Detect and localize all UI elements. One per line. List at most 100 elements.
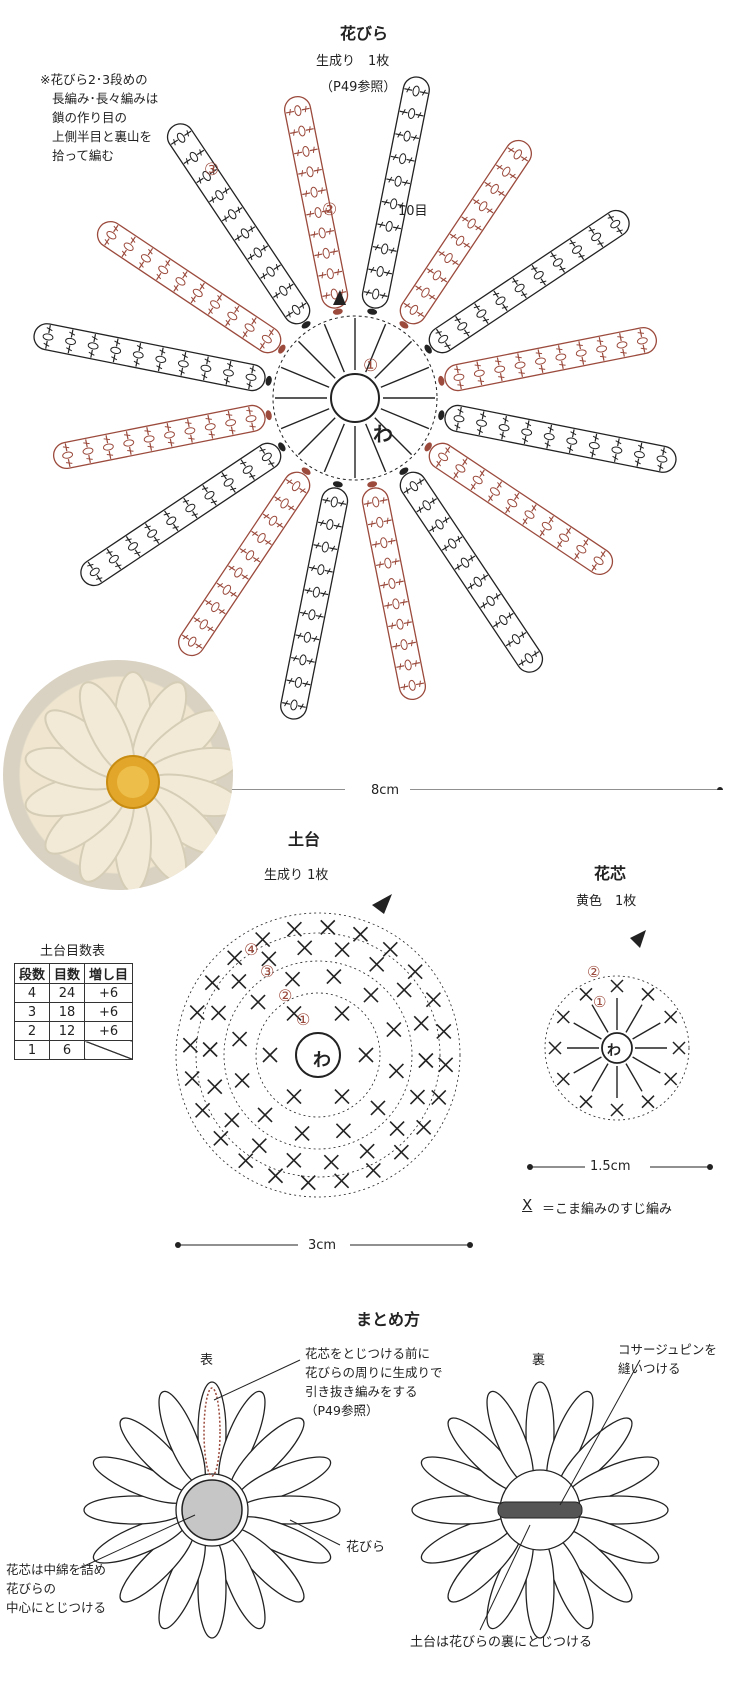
stitch-cross [482,318,490,322]
petal-note: ※花びら2･3段めの長編み･長々編みは鎖の作り目の上側半目と裏山を拾って編む [40,70,240,165]
back-label: 裏 [532,1353,546,1368]
center-sc-stitch [610,1103,624,1117]
chain-stitch [244,323,255,332]
base-note: 土台は花びらの裏にとじつける [410,1635,593,1650]
chain-stitch [298,125,306,137]
stitch-cross [505,506,511,513]
stitch-cross [379,221,384,228]
pin-note: コサージュピンを縫いつける [618,1340,740,1378]
base-count-table: 段数 目数 増し目 4 24 +6 3 18 +6 2 12 +6 1 6 [13,963,134,1060]
chain-stitch [166,516,177,526]
stitch-cross [259,448,266,452]
stitch-cross [417,311,424,317]
sc-stitch [262,1047,278,1063]
chain-stitch [495,296,506,306]
stitch-cross [301,302,305,309]
flower-petal [197,1381,227,1483]
stitch-cross [454,424,461,429]
chain-stitch [326,268,334,280]
petal-spoke [424,442,614,575]
sc-stitch [231,973,247,990]
table-cell: 18 [49,1002,86,1022]
stitch-cross [550,254,557,258]
sc-stitch [210,1005,227,1021]
stitch-cross [616,229,623,233]
chain-stitch [294,676,303,688]
slip-stitch-dot [399,467,409,475]
stitch-cross [182,634,189,640]
flower-petal [236,1516,332,1564]
sc-stitch [359,1143,375,1159]
chain-stitch [511,634,521,645]
stitch-cross [237,206,241,213]
chain-stitch [533,270,544,280]
chain-stitch [432,270,442,281]
base-title: 土台 [288,830,321,849]
sc-stitch [202,1041,218,1058]
center-center-label: わ [607,1043,621,1059]
flower-petal [92,1456,188,1504]
sc-stitch [334,1173,350,1189]
stitch-cross [185,422,192,424]
sc-stitch [409,1089,426,1105]
sc-stitch [438,1057,454,1073]
sc-stitch [365,1162,381,1178]
stitch-cross [462,216,468,222]
flower-petal [158,1390,206,1486]
sc-stitch [234,1072,250,1089]
table-row: 2 12 +6 [13,1021,134,1041]
sc-stitch [182,1037,198,1053]
center-sc-stitch [664,1010,678,1024]
flower-petal [564,1516,660,1564]
stitch-cross [370,520,373,528]
stitch-cross [596,340,604,342]
chain-stitch [310,186,318,198]
stitch-cross [556,348,563,351]
chain-stitch [611,446,623,454]
stitch-cross [589,451,596,456]
sc-stitch [358,1047,374,1063]
stitch-cross [469,583,473,590]
sc-stitch [363,987,379,1003]
round-1-stitch [380,408,430,430]
slip-stitch-dot [265,410,272,421]
stitch-cross [185,158,189,165]
note-line: ※花びら2･3段めの [40,72,148,87]
stitch-cross [165,260,170,267]
stitch-cross [473,199,480,205]
stitch-cross [106,551,113,554]
sc-stitch [238,1153,254,1169]
chain-stitch [572,245,582,254]
chain-stitch [123,439,135,447]
stitch-cross [66,347,73,352]
sc-stitch [352,926,369,942]
stitch-cross [172,526,179,529]
petal-center-label: わ [373,422,393,446]
chain-stitch [140,254,151,263]
stitch-cross [113,225,119,232]
stitch-cross [374,244,379,251]
stitch-cross [518,372,525,374]
chain-stitch [330,496,338,508]
slip-stitch-dot [332,481,343,488]
sc-stitch [418,1052,434,1069]
flower-petal [557,1527,633,1603]
stitch-cross [242,331,248,338]
table-cell: 1 [13,1040,51,1060]
stitch-cross [440,277,447,283]
stitch-cross [246,383,253,388]
note-line: 花芯は中綿を詰め [6,1562,107,1577]
chain-stitch [82,447,94,455]
stitch-cross [252,531,258,536]
petal-spoke [399,139,532,329]
chain-stitch [123,242,134,251]
flower-photo-art [24,671,233,890]
sc-stitch [334,942,350,958]
flower-photo [3,660,233,890]
stitch-cross [366,500,369,507]
chain-stitch [175,277,186,286]
chain-stitch [380,537,388,549]
stitch-cross [479,470,485,477]
chain-stitch [290,699,298,711]
stitch-cross [301,170,304,177]
